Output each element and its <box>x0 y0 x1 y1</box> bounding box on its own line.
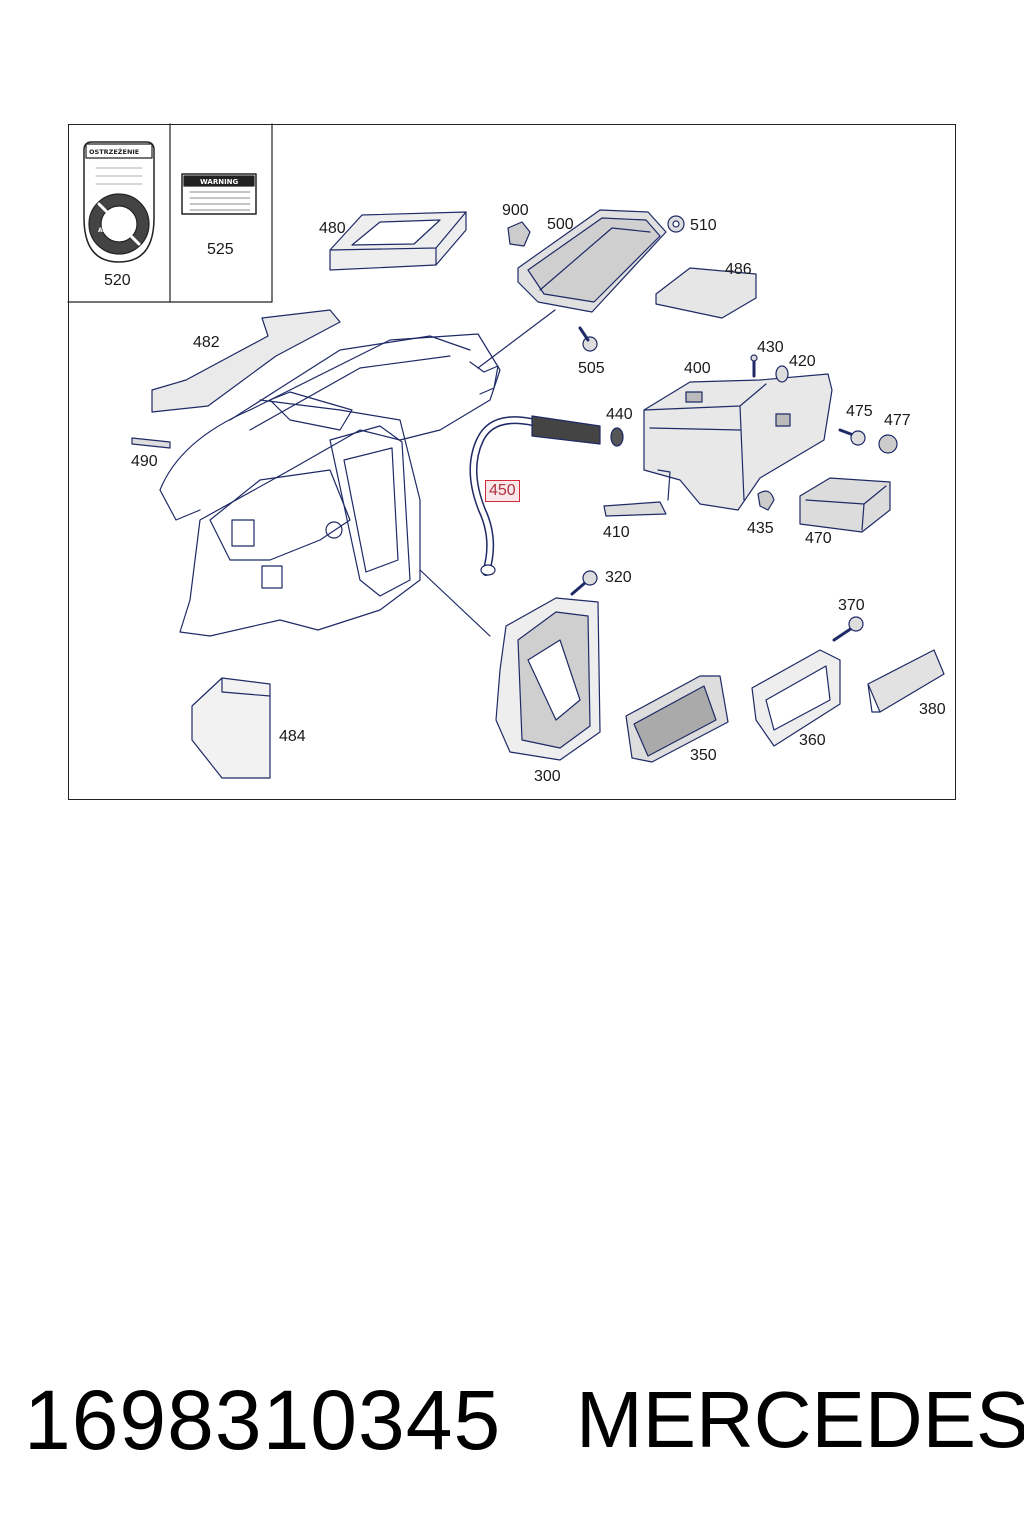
sticker-warning-pl-text: OSTRZEŻENIE <box>89 147 139 156</box>
callout-440: 440 <box>606 406 633 423</box>
callout-450-highlighted[interactable]: 450 <box>485 480 520 502</box>
trim-strip-482 <box>151 309 341 413</box>
callout-520: 520 <box>104 272 131 289</box>
callout-380: 380 <box>919 701 946 718</box>
hinge-pin-410 <box>603 469 671 517</box>
pad-486 <box>655 267 757 319</box>
callout-900: 900 <box>502 202 529 219</box>
sticker-warning-en-text: WARNING <box>200 178 239 186</box>
clip-900 <box>507 221 531 247</box>
diagram-frame <box>68 124 956 800</box>
insert-470 <box>799 477 891 533</box>
cap-477 <box>878 434 898 454</box>
callout-435: 435 <box>747 520 774 537</box>
callout-370: 370 <box>838 597 865 614</box>
footer: 1698310345 MERCEDES <box>0 1370 1024 1470</box>
callout-420: 420 <box>789 353 816 370</box>
callout-510: 510 <box>690 217 717 234</box>
callout-350: 350 <box>690 747 717 764</box>
bushing-420 <box>775 365 789 383</box>
center-console-frame-300 <box>495 597 601 761</box>
callout-480: 480 <box>319 220 346 237</box>
part-number: 1698310345 <box>24 1373 502 1467</box>
nut-510 <box>667 215 685 233</box>
callout-410: 410 <box>603 524 630 541</box>
callout-300: 300 <box>534 768 561 785</box>
glovebox-400 <box>643 373 833 511</box>
air-duct-hose-450 <box>469 415 601 576</box>
storage-box-350 <box>625 675 729 763</box>
callout-500: 500 <box>547 216 574 233</box>
dashboard-carrier <box>159 333 501 637</box>
sticker-airbag-text: AIRBAG <box>98 227 124 234</box>
screw-320 <box>570 570 598 596</box>
callout-484: 484 <box>279 728 306 745</box>
panel-380 <box>867 649 945 713</box>
bracket-360 <box>751 649 841 747</box>
callout-475: 475 <box>846 403 873 420</box>
grommet-440 <box>610 427 624 447</box>
trim-bezel-480 <box>329 211 467 271</box>
callout-477: 477 <box>884 412 911 429</box>
callout-490: 490 <box>131 453 158 470</box>
screw-505 <box>578 326 598 352</box>
callout-470: 470 <box>805 530 832 547</box>
callout-320: 320 <box>605 569 632 586</box>
warning-sticker-525 <box>181 173 257 215</box>
brand-name: MERCEDES <box>576 1375 1024 1464</box>
callout-525: 525 <box>207 241 234 258</box>
airbag-warning-sticker-520 <box>83 141 155 263</box>
screw-430 <box>750 354 758 378</box>
callout-486: 486 <box>725 261 752 278</box>
callout-482: 482 <box>193 334 220 351</box>
screw-370 <box>832 616 864 642</box>
callout-360: 360 <box>799 732 826 749</box>
exploded-parts-diagram: OSTRZEŻENIE WARNING <box>67 123 945 779</box>
callout-430: 430 <box>757 339 784 356</box>
clip-435 <box>757 490 775 511</box>
screw-475 <box>838 428 866 446</box>
strip-490 <box>131 437 171 449</box>
callout-400: 400 <box>684 360 711 377</box>
passenger-airbag-500 <box>477 209 667 369</box>
callout-505: 505 <box>578 360 605 377</box>
